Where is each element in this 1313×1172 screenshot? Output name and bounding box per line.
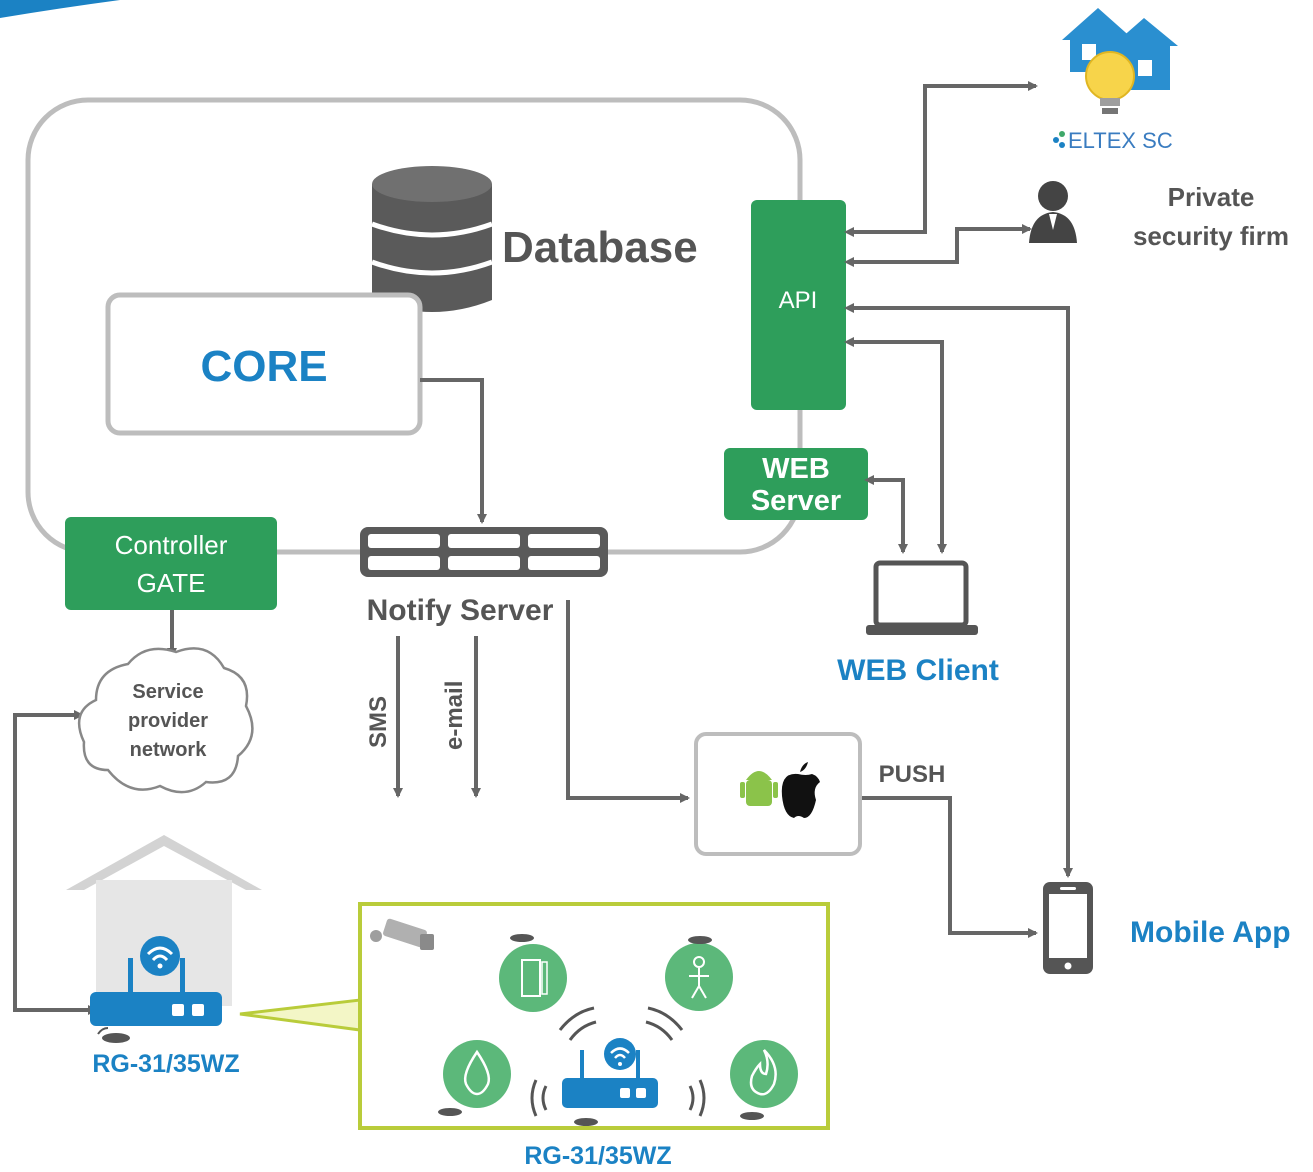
push-to-mobile-arrow [860, 796, 1038, 938]
controller-label-1: Controller [115, 530, 228, 560]
router-label-bottom: RG-31/35WZ [524, 1142, 671, 1170]
fire-sensor-icon [730, 1040, 798, 1108]
corner-swoosh [0, 0, 120, 18]
database-icon [371, 166, 493, 312]
camera-icon [370, 918, 434, 950]
api-to-webclient-arrow [844, 337, 947, 554]
water-leak-icon [443, 1040, 511, 1108]
web-client-label: WEB Client [837, 654, 999, 687]
door-sensor-icon [499, 944, 567, 1012]
eltex-logo: ELTEX SC [1068, 128, 1173, 153]
api-to-mobile-arrow [844, 303, 1073, 878]
web-server-box [724, 448, 868, 520]
api-label: API [779, 287, 818, 314]
smart-home-icon [1062, 8, 1178, 114]
sms-label: SMS [365, 696, 392, 748]
zwave-icons-zone [438, 934, 764, 1126]
router-label-left: RG-31/35WZ [92, 1050, 239, 1078]
router-to-cloud-arrow [13, 710, 98, 1015]
push-label: PUSH [879, 761, 946, 788]
cloud-label-2: provider [128, 710, 208, 732]
private-security-label-2: security firm [1133, 221, 1289, 251]
webserver-to-webclient-arrow [864, 475, 908, 554]
mobile-app-label: Mobile App [1130, 916, 1291, 949]
router-icon-zone [562, 1038, 658, 1108]
cloud-label-3: network [130, 739, 208, 761]
cloud-label-1: Service [132, 681, 203, 703]
person-icon [1029, 181, 1077, 243]
service-provider-cloud [77, 647, 254, 794]
controller-gate-box [65, 517, 277, 610]
private-security-label-1: Private [1168, 182, 1255, 212]
notify-to-push-arrow [566, 600, 690, 803]
core-label: CORE [200, 342, 327, 391]
callout-pointer [239, 998, 362, 1032]
email-label: e-mail [441, 681, 468, 750]
web-server-label-1: WEB [762, 453, 830, 485]
smartphone-icon [1043, 882, 1093, 974]
router-icon-home [90, 936, 222, 1026]
core-to-notify-arrow [420, 378, 487, 524]
motion-sensor-icon [665, 943, 733, 1011]
core-box [105, 292, 423, 436]
api-to-eltex-arrow [844, 81, 1038, 237]
wireless-waves-icon [530, 1006, 706, 1117]
eltex-logo-mark [1053, 131, 1065, 148]
api-to-security-arrow [844, 224, 1032, 267]
api-box [751, 200, 846, 410]
web-server-label-2: Server [751, 485, 841, 517]
android-apple-icon [740, 762, 820, 818]
database-label: Database [502, 223, 698, 272]
controller-label-2: GATE [137, 568, 206, 598]
notify-server-icon [360, 527, 608, 577]
notify-server-label: Notify Server [367, 594, 554, 627]
connectors [13, 81, 1073, 1015]
zwave-icon [97, 1027, 130, 1043]
laptop-icon [866, 560, 978, 635]
house-icon [66, 835, 262, 1006]
